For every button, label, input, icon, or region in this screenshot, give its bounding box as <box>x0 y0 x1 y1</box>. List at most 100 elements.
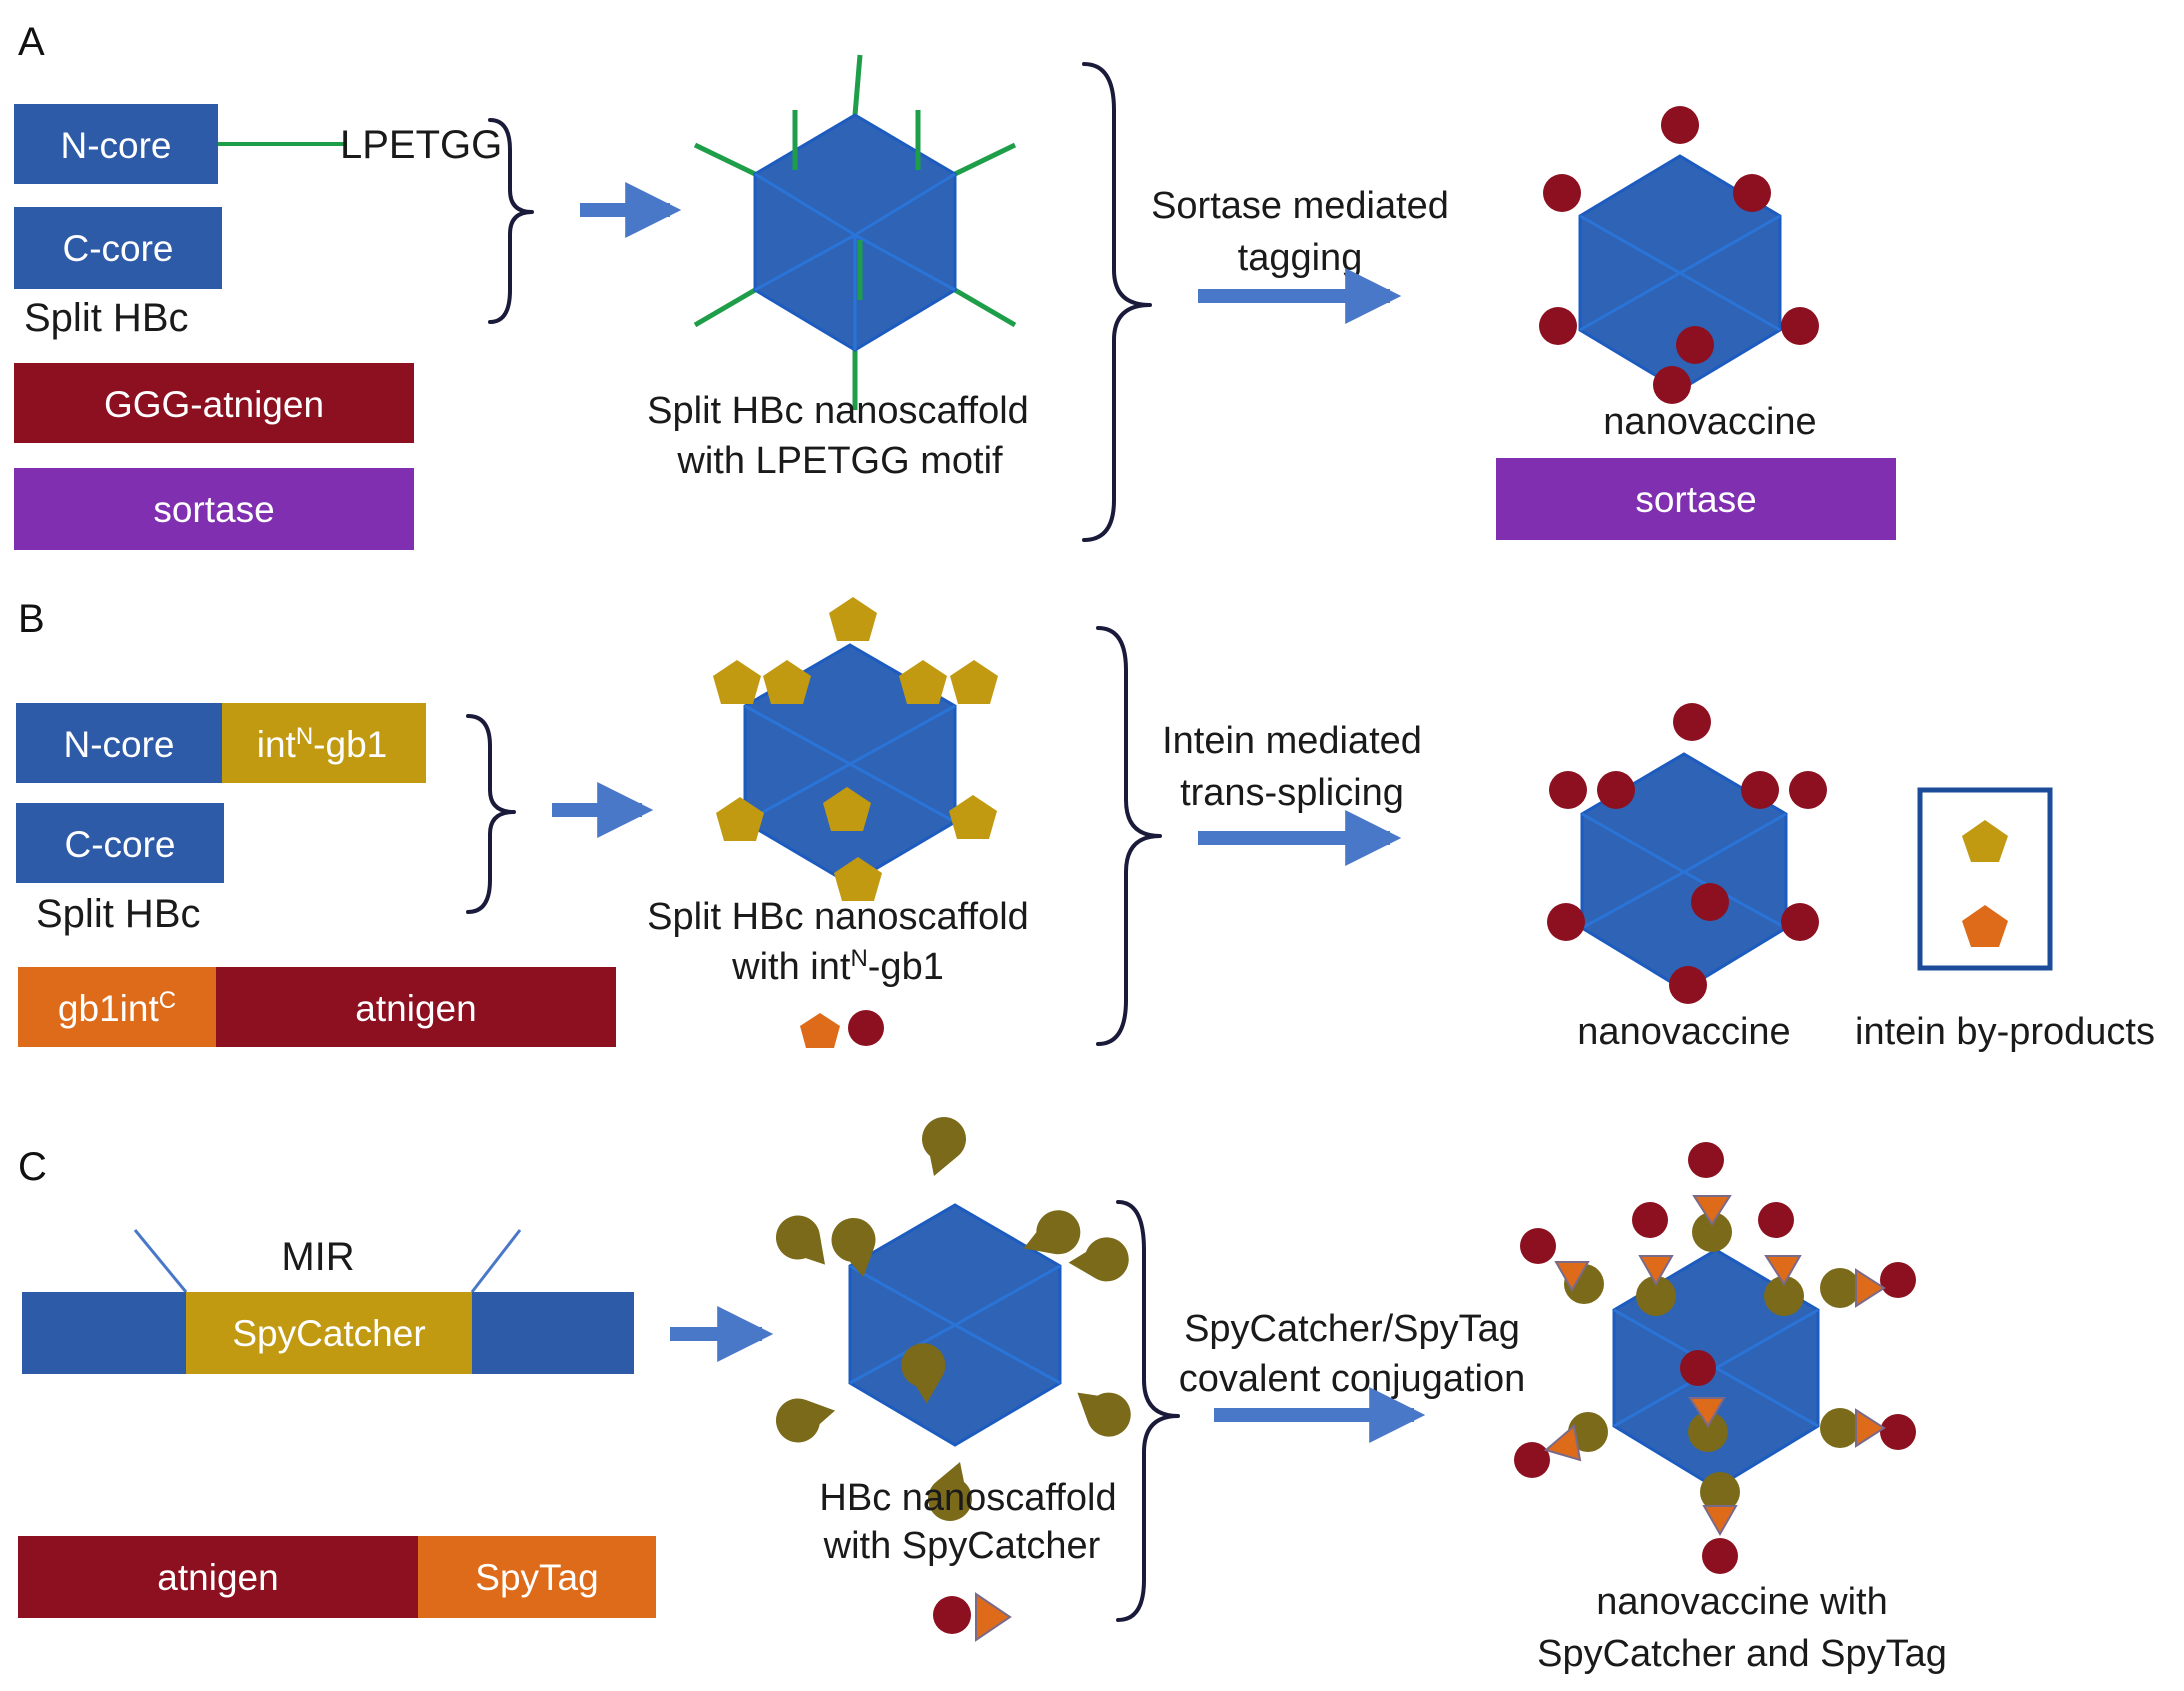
spycatcher-pacman <box>1023 1210 1081 1255</box>
spycatcher-label: SpyCatcher <box>232 1313 425 1354</box>
antigen-blob <box>1758 1202 1794 1238</box>
spycatcher-pacman <box>1068 1237 1129 1282</box>
scaffold-b-caption-2: with intN-gb1 <box>731 945 944 989</box>
product-b-label: nanovaccine <box>1577 1011 1790 1053</box>
c-core-label: C-core <box>62 228 173 269</box>
spycatcher-pacmen <box>775 1117 1131 1521</box>
spytag-triangle <box>1855 1408 1886 1448</box>
antigen-blob <box>1781 903 1819 941</box>
spycatcher-pacman <box>1077 1392 1131 1437</box>
gb1int-box <box>18 967 216 1047</box>
panel-a: A N-core LPETGG C-core Split HBc GGG-atn… <box>14 20 1896 550</box>
spycatcher-pacman <box>901 1343 946 1404</box>
scaffold-a <box>693 54 1017 410</box>
int-n-gb1-label: intN-gb1 <box>257 723 387 766</box>
product-a-label: nanovaccine <box>1603 401 1816 443</box>
panel-b-letter: B <box>18 597 45 641</box>
scaffold-a-caption-1: Split HBc nanoscaffold <box>647 390 1029 432</box>
antigen-blob <box>1702 1538 1738 1574</box>
antigen-blob <box>1688 1142 1724 1178</box>
process-a-2: tagging <box>1238 237 1363 279</box>
byproducts-label: intein by-products <box>1855 1011 2155 1053</box>
antigen-blob <box>1547 903 1585 941</box>
gb1-pentagon <box>716 797 764 841</box>
capsid-facet <box>1581 870 1787 930</box>
spycatcher-box <box>186 1292 472 1374</box>
gb1-pentagon <box>763 660 811 704</box>
nanovaccine-a <box>1539 106 1819 404</box>
spike <box>953 287 1017 328</box>
panel-b: B N-core intN-gb1 C-core Split HBc gb1in… <box>16 597 2155 1053</box>
sortase-label: sortase <box>153 489 274 530</box>
antigen-blob <box>1880 1414 1916 1450</box>
product-c-label-2: SpyCatcher and SpyTag <box>1537 1633 1947 1675</box>
antigen-blob <box>1520 1228 1556 1264</box>
conjugate-lr <box>1820 1408 1916 1450</box>
antigen-blob <box>1661 106 1699 144</box>
spytag-triangle <box>1688 1397 1726 1428</box>
spycatcher-pacman <box>1636 1276 1676 1316</box>
scaffold-c <box>775 1117 1131 1521</box>
panel-c: C MIR SpyCatcher atnigen SpyTag <box>18 1117 1947 1675</box>
n-core-label: N-core <box>63 724 174 765</box>
spycatcher-pacman <box>1820 1408 1860 1448</box>
spytag-triangle-small <box>975 1592 1012 1642</box>
int-n-gb1-box <box>222 703 426 783</box>
conjugate-bottom <box>1700 1472 1740 1574</box>
int-n-gb1-pentagons <box>713 597 998 901</box>
spike <box>852 54 863 116</box>
antigen-blob-small <box>933 1596 971 1634</box>
antigen-box <box>18 1536 418 1618</box>
lpetgg-label: LPETGG <box>340 123 502 167</box>
antigen-blob <box>1676 326 1714 364</box>
antigen-blob <box>1669 966 1707 1004</box>
panel-a-letter: A <box>18 20 45 64</box>
antigen-label: atnigen <box>157 1557 278 1598</box>
spytag-triangle <box>1702 1505 1738 1537</box>
process-c-2: covalent conjugation <box>1179 1358 1525 1400</box>
spycatcher-pacman <box>1568 1412 1608 1452</box>
antigen-blob <box>1597 771 1635 809</box>
antigen-blob <box>1673 703 1711 741</box>
spycatcher-pacman <box>928 1462 972 1521</box>
brace-b-right <box>1096 626 1162 1046</box>
scaffold-a-caption-2: with LPETGG motif <box>676 440 1003 482</box>
spytag-triangle <box>1543 1424 1582 1462</box>
antigen-blob <box>1691 883 1729 921</box>
antigen-blob <box>1680 1350 1716 1386</box>
c-core-label: C-core <box>64 824 175 865</box>
ggg-antigen-box <box>14 363 414 443</box>
gb1-pentagon <box>823 787 871 831</box>
scaffold-c-caption-2: with SpyCatcher <box>823 1525 1101 1567</box>
brace-a-right <box>1082 62 1152 542</box>
panel-c-letter: C <box>18 1145 47 1189</box>
split-hbc-label: Split HBc <box>24 296 189 340</box>
gb1-pentagon <box>834 857 882 901</box>
spycatcher-pacman <box>1700 1472 1740 1512</box>
capsid-facet <box>849 1323 1061 1385</box>
mir-line-right <box>470 1229 522 1293</box>
conjugate-ll <box>1514 1412 1608 1478</box>
mir-label: MIR <box>281 1235 354 1279</box>
antigen-blob <box>1539 307 1577 345</box>
antigen-blob <box>1549 771 1587 809</box>
gb1-pentagon <box>713 660 761 704</box>
brace-a-left <box>488 118 534 324</box>
antigen-blob <box>1789 771 1827 809</box>
sortase-box <box>14 468 414 550</box>
conjugate-top <box>1688 1142 1732 1252</box>
spytag-box <box>418 1536 656 1618</box>
capsid-facet <box>1579 271 1781 332</box>
spycatcher-pacman <box>1820 1268 1860 1308</box>
spytag-triangle <box>1638 1255 1674 1287</box>
spycatcher-pacman <box>922 1117 966 1176</box>
spycatcher-pacman <box>775 1215 825 1265</box>
spike <box>693 287 757 328</box>
antigen-blob-small <box>848 1010 884 1046</box>
gb1-pentagon <box>949 795 997 839</box>
capsid-facet <box>744 762 956 824</box>
nanovaccine-c <box>1514 1142 1916 1574</box>
antigen-blob <box>1653 366 1691 404</box>
spike <box>953 142 1017 177</box>
